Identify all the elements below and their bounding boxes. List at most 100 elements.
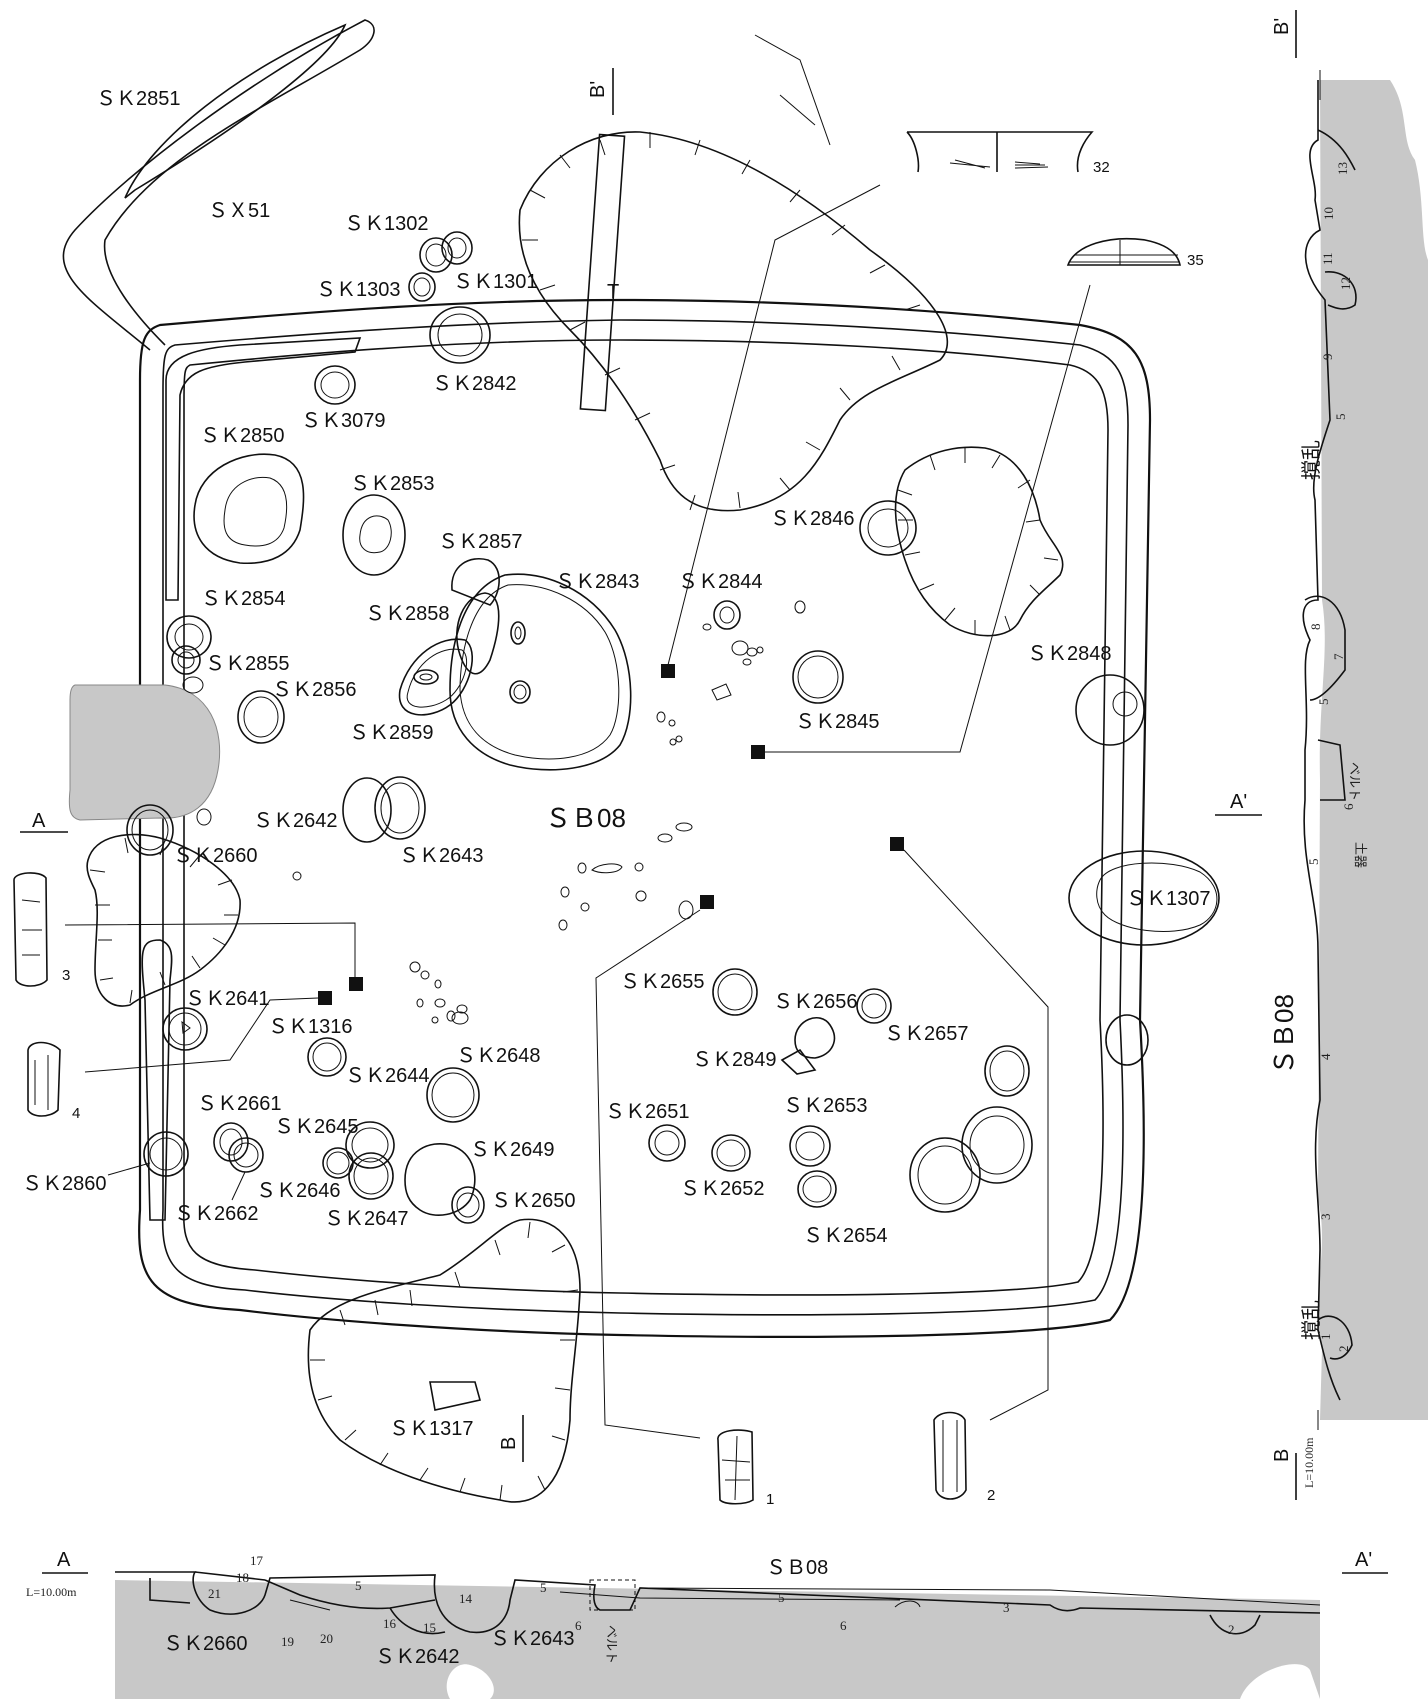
section-a-belt: ベルト [604, 1625, 619, 1664]
layer-b-5a: 5 [1333, 414, 1348, 421]
layer-a-18: 18 [236, 1570, 249, 1585]
label-sk2649: ＳＫ2649 [470, 1139, 555, 1161]
layer-a-5c: 5 [778, 1590, 785, 1605]
find-4: 4 [72, 1105, 80, 1122]
label-sk2652: ＳＫ2652 [680, 1178, 765, 1200]
find-numbers: 1 2 3 4 32 35 [62, 159, 1204, 1508]
layer-b-6: 6 [1341, 803, 1356, 810]
disturbance-left [68, 684, 221, 821]
label-sk2647: ＳＫ2647 [324, 1208, 409, 1230]
layer-a-19: 19 [281, 1634, 294, 1649]
layer-b-8: 8 [1308, 624, 1323, 631]
layer-b-5b: 5 [1316, 699, 1331, 706]
find-1: 1 [766, 1491, 774, 1508]
section-b-profile [1302, 70, 1428, 1430]
label-sk2653: ＳＫ2653 [783, 1095, 868, 1117]
sk1317-feature [307, 1218, 581, 1503]
label-sk2660: ＳＫ2660 [173, 845, 258, 867]
layer-a-6a: 6 [575, 1618, 582, 1633]
label-sk2859: ＳＫ2859 [349, 722, 434, 744]
layer-b-7: 7 [1331, 653, 1346, 660]
label-sk2848: ＳＫ2848 [1027, 643, 1112, 665]
label-sk2853: ＳＫ2853 [350, 473, 435, 495]
layer-b-5c: 5 [1306, 859, 1321, 866]
find-3: 3 [62, 967, 70, 984]
layer-b-10: 10 [1321, 207, 1336, 220]
layer-b-4: 4 [1318, 1053, 1333, 1060]
label-sk2648: ＳＫ2648 [456, 1045, 541, 1067]
label-sk1316: ＳＫ1316 [268, 1016, 353, 1038]
section-a-title: ＳＢ08 [766, 1557, 828, 1579]
layer-a-15: 15 [423, 1620, 436, 1635]
label-sk1303: ＳＫ1303 [316, 279, 401, 301]
label-sb08: ＳＢ08 [545, 803, 626, 833]
section-a-sk2660: ＳＫ2660 [163, 1633, 248, 1655]
layer-b-2: 2 [1336, 1346, 1351, 1353]
label-sk2849: ＳＫ2849 [692, 1049, 777, 1071]
label-sk2651: ＳＫ2651 [605, 1101, 690, 1123]
label-sk2858: ＳＫ2858 [365, 603, 450, 625]
layer-b-3: 3 [1318, 1214, 1333, 1221]
layer-b-1: 1 [1318, 1334, 1333, 1341]
layer-b-13: 13 [1335, 162, 1350, 175]
sx51-channel [62, 19, 375, 351]
label-sk2641: ＳＫ2641 [185, 988, 270, 1010]
section-b-title: ＳＢ08 [1269, 994, 1299, 1075]
label-sk2842: ＳＫ2842 [432, 373, 517, 395]
layer-a-5a: 5 [355, 1578, 362, 1593]
label-sk2642: ＳＫ2642 [253, 810, 338, 832]
section-a-labels: ＳＢ08 L=10.00m ＳＫ2660 ＳＫ2642 ＳＫ2643 21 17… [26, 1553, 1235, 1668]
layer-a-14: 14 [459, 1591, 473, 1606]
feature-labels: ＳＫ2851 ＳＸ51 ＳＫ1302 ＳＫ1303 ＳＫ1301 ＳＫ2842 … [22, 88, 1211, 1440]
label-sk2655: ＳＫ2655 [620, 971, 705, 993]
label-sk2844: ＳＫ2844 [678, 571, 763, 593]
label-sk2646: ＳＫ2646 [256, 1180, 341, 1202]
label-sk2860: ＳＫ2860 [22, 1173, 107, 1195]
layer-a-20: 20 [320, 1631, 333, 1646]
section-a-sk2642: ＳＫ2642 [375, 1646, 460, 1668]
layer-a-3: 3 [1003, 1600, 1010, 1615]
artifact-drawings [13, 131, 1181, 1505]
label-sk3079: ＳＫ3079 [301, 410, 386, 432]
label-sk2845: ＳＫ2845 [795, 711, 880, 733]
section-b-disturbed-bottom: 撹乱 [1299, 1300, 1323, 1340]
marker-b-plan: B [498, 1437, 520, 1450]
label-sk2657: ＳＫ2657 [884, 1023, 969, 1045]
marker-a-prime: A' [1230, 791, 1247, 813]
section-b-labels: ＳＢ08 L=10.00m 撹乱 撹乱 ベルト 土器 13 10 11 12 9… [1269, 162, 1368, 1488]
label-sk2650: ＳＫ2650 [491, 1190, 576, 1212]
label-sk2643: ＳＫ2643 [399, 845, 484, 867]
label-sk2854: ＳＫ2854 [201, 588, 286, 610]
section-b-pottery: 土器 [1353, 842, 1368, 868]
label-sk2843: ＳＫ2843 [555, 571, 640, 593]
sk-large-top-center [518, 131, 949, 512]
label-sk2846: ＳＫ2846 [770, 508, 855, 530]
section-a-level: L=10.00m [26, 1585, 77, 1599]
find-markers [64, 184, 1091, 1439]
section-a-profile [115, 1571, 1321, 1699]
sk-large-right [894, 446, 1064, 637]
find-2: 2 [987, 1487, 995, 1504]
label-trench-t: T [607, 281, 619, 303]
label-sk2855: ＳＫ2855 [205, 653, 290, 675]
marker-b-prime-section: B' [1271, 18, 1293, 35]
marker-b-section: B [1271, 1449, 1293, 1462]
layer-a-16: 16 [383, 1616, 397, 1631]
label-sk1307: ＳＫ1307 [1126, 888, 1211, 910]
layer-b-9: 9 [1320, 354, 1335, 361]
section-b-belt: ベルト [1347, 762, 1362, 801]
layer-a-6b: 6 [840, 1618, 847, 1633]
label-sk2851: ＳＫ2851 [96, 88, 181, 110]
label-sk2856: ＳＫ2856 [272, 679, 357, 701]
label-sk1302: ＳＫ1302 [344, 213, 429, 235]
marker-a-section: A [57, 1549, 71, 1571]
label-sk2850: ＳＫ2850 [200, 425, 285, 447]
section-b-level: L=10.00m [1302, 1437, 1316, 1488]
sb08-wall [138, 298, 1152, 1338]
label-sk2644: ＳＫ2644 [345, 1065, 430, 1087]
find-35: 35 [1187, 252, 1204, 269]
layer-a-5b: 5 [540, 1580, 547, 1595]
layer-b-12: 12 [1338, 277, 1353, 290]
section-marker-lines [20, 10, 1388, 1574]
